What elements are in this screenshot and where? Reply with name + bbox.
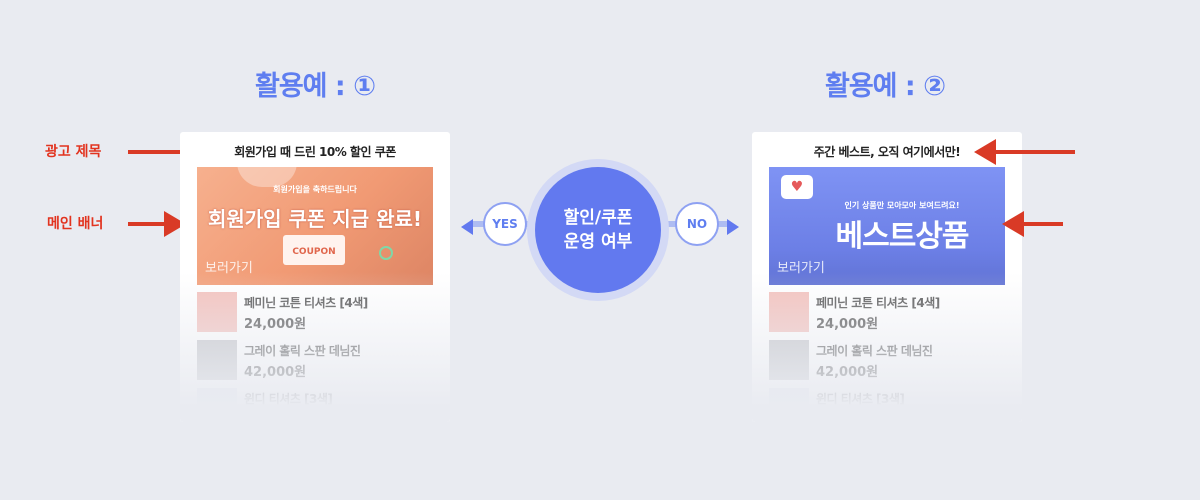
heart-bubble-icon: ♥	[781, 175, 813, 199]
ad-title-label: 광고 제목	[45, 144, 102, 160]
product-item[interactable]: 그레이 홀릭 스판 데님진 42,000원	[769, 340, 1009, 382]
arrow-left-icon	[974, 139, 1075, 165]
circle-decoration-icon	[379, 246, 393, 260]
product-item[interactable]: 그레이 홀릭 스판 데님진 42,000원	[197, 340, 437, 382]
decision-question-line1: 할인/쿠폰	[563, 208, 633, 228]
product-thumbnail	[197, 292, 237, 332]
product-item[interactable]: 윈디 티셔츠 [3색] 21,000원	[197, 388, 437, 422]
example-card-1: 회원가입 때 드린 10% 할인 쿠폰 회원가입을 축하드립니다 회원가입 쿠폰…	[180, 132, 450, 422]
main-banner-label: 메인 배너	[47, 216, 104, 232]
product-price: 24,000원	[816, 317, 879, 332]
banner-subtitle: 인기 상품만 모아모아 보여드려요!	[844, 201, 960, 210]
view-link[interactable]: 보러가기	[205, 261, 253, 276]
product-thumbnail	[197, 340, 237, 380]
banner-subtitle: 회원가입을 축하드립니다	[273, 185, 357, 194]
banner-headline: 베스트상품	[835, 219, 970, 254]
banner-headline: 회원가입 쿠폰 지급 완료!	[207, 207, 422, 231]
arrow-left-icon	[461, 219, 473, 235]
product-name: 그레이 홀릭 스판 데님진	[244, 344, 361, 358]
product-name: 페미닌 코튼 티셔츠 [4색]	[244, 296, 368, 310]
main-banner[interactable]: 회원가입을 축하드립니다 회원가입 쿠폰 지급 완료! COUPON 보러가기	[197, 167, 433, 285]
example-2-title: 활용예 : ②	[825, 71, 946, 102]
arrow-right-icon	[727, 219, 739, 235]
product-name: 윈디 티셔츠 [3색]	[816, 392, 905, 406]
no-badge: NO	[675, 202, 719, 246]
coupon-badge: COUPON	[283, 235, 345, 265]
product-price: 42,000원	[244, 365, 307, 380]
arrow-left-icon	[1002, 211, 1063, 237]
ad-title: 주간 베스트, 오직 여기에서만!	[813, 145, 961, 159]
product-name: 그레이 홀릭 스판 데님진	[816, 344, 933, 358]
product-price: 42,000원	[816, 365, 879, 380]
product-name: 페미닌 코튼 티셔츠 [4색]	[816, 296, 940, 310]
product-price: 21,000원	[244, 413, 307, 422]
product-thumbnail	[769, 388, 809, 422]
product-thumbnail	[769, 292, 809, 332]
product-item[interactable]: 윈디 티셔츠 [3색] 21,000원	[769, 388, 1009, 422]
product-thumbnail	[769, 340, 809, 380]
arrow-right-icon	[128, 211, 186, 237]
product-thumbnail	[197, 388, 237, 422]
product-name: 윈디 티셔츠 [3색]	[244, 392, 333, 406]
example-card-2: 주간 베스트, 오직 여기에서만! ♥ 인기 상품만 모아모아 보여드려요! 베…	[752, 132, 1022, 422]
decision-question-line2: 운영 여부	[563, 232, 633, 252]
product-price: 24,000원	[244, 317, 307, 332]
example-1-title: 활용예 : ①	[255, 71, 376, 102]
ad-title: 회원가입 때 드린 10% 할인 쿠폰	[234, 145, 396, 159]
yes-badge: YES	[483, 202, 527, 246]
product-item[interactable]: 페미닌 코튼 티셔츠 [4색] 24,000원	[769, 292, 1009, 334]
view-link[interactable]: 보러가기	[777, 261, 825, 276]
product-price: 21,000원	[816, 413, 879, 422]
product-item[interactable]: 페미닌 코튼 티셔츠 [4색] 24,000원	[197, 292, 437, 334]
main-banner[interactable]: ♥ 인기 상품만 모아모아 보여드려요! 베스트상품 보러가기	[769, 167, 1005, 285]
